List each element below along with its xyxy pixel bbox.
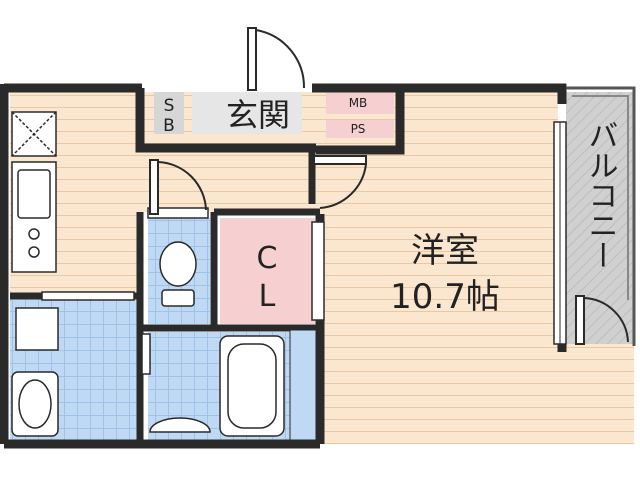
- balcony-right-floor: [556, 340, 634, 444]
- closet-floor: [220, 218, 315, 324]
- sb-label-top: S: [164, 96, 175, 116]
- balcony-door[interactable]: [575, 295, 629, 345]
- bathtub-icon: [219, 335, 285, 437]
- interior-walls: [10, 150, 320, 444]
- entrance-floor: [192, 92, 302, 134]
- sb-floor: [154, 92, 184, 134]
- ps-floor: [326, 120, 394, 138]
- entrance-label: 玄関: [226, 96, 290, 134]
- closet-label-top: C: [257, 241, 278, 276]
- entrance-door[interactable]: [247, 27, 306, 91]
- windows: [147, 121, 567, 441]
- toilet-door[interactable]: [149, 159, 207, 215]
- balcony-label: バルコニー: [583, 120, 618, 270]
- ps-label: PS: [351, 122, 366, 136]
- closet-label-bottom: L: [259, 279, 276, 314]
- kitchen-sink-icon: [11, 161, 57, 273]
- stove-icon: [11, 111, 57, 157]
- washing-machine-icon: [15, 307, 59, 351]
- western-room-size: 10.7帖: [390, 277, 500, 317]
- washbasin-icon: [11, 371, 59, 437]
- balcony-inner: [572, 95, 629, 300]
- mb-floor: [326, 92, 394, 114]
- western-room-name: 洋室: [411, 231, 479, 271]
- balcony-outline: [566, 86, 636, 346]
- room-door[interactable]: [313, 155, 367, 209]
- sb-label-bottom: B: [163, 116, 175, 136]
- washroom-door[interactable]: [41, 291, 151, 375]
- shower-icon: [149, 417, 211, 433]
- toilet-icon: [159, 241, 197, 307]
- mb-label: MB: [349, 96, 368, 110]
